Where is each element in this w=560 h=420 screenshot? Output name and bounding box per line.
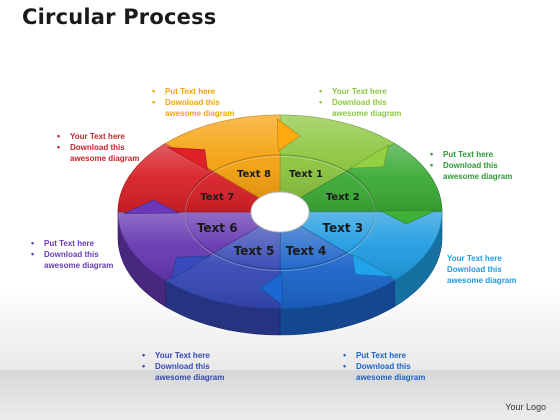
callout-line: Your Text here — [317, 86, 401, 97]
callout-line: Put Text here — [428, 149, 512, 160]
arrow-7 — [167, 147, 208, 171]
callout-line: awesome diagram — [332, 109, 402, 118]
callout-text-2: Put Text here Download this awesome diag… — [428, 149, 512, 182]
arrow-8 — [276, 118, 301, 152]
callout-text-7: Your Text here Download this awesome dia… — [55, 131, 139, 164]
callout-text-3: Your Text here Download this awesome dia… — [432, 253, 516, 286]
center-hole — [250, 191, 310, 233]
callout-line: Put Text here — [341, 350, 425, 361]
logo-text: Your Logo — [505, 402, 546, 412]
callout-line: Download this — [317, 97, 401, 108]
callout-text-6: Put Text here Download this awesome diag… — [29, 238, 113, 271]
callout-line: Your Text here — [447, 254, 502, 263]
callout-text-1: Your Text here Download this awesome dia… — [317, 86, 401, 119]
callout-line: awesome diagram — [155, 373, 225, 382]
segment-label-3: Text 3 — [322, 221, 363, 235]
callout-line: awesome diagram — [165, 109, 235, 118]
floor-shadow — [0, 370, 560, 420]
callout-text-5: Your Text here Download this awesome dia… — [140, 350, 224, 383]
callout-line: Your Text here — [55, 131, 139, 142]
ring-segment-sheen-3 — [300, 212, 442, 281]
callout-line: Download this — [29, 249, 113, 260]
segment-labels: Text 1 Text 2 Text 3 Text 4 Text 5 Text 6 Text… — [197, 169, 363, 258]
arrow-5 — [171, 255, 210, 280]
inner-groove-highlight — [184, 156, 376, 271]
callout-line: awesome diagram — [356, 373, 426, 382]
ring-segment-sheen-7 — [118, 143, 260, 212]
segment-label-4: Text 4 — [286, 244, 327, 258]
callout-line: Download this — [447, 265, 502, 274]
ring-segment-sheen-2 — [300, 143, 442, 212]
callout-line: awesome diagram — [447, 276, 517, 285]
ring-segment-sheen-6 — [118, 212, 260, 281]
segment-label-2: Text 2 — [326, 192, 360, 203]
callout-line: Download this — [140, 361, 224, 372]
callout-line: Download this — [341, 361, 425, 372]
callout-line: Download this — [150, 97, 234, 108]
inner-groove — [184, 154, 376, 270]
segment-label-1: Text 1 — [289, 169, 323, 180]
arrow-2 — [380, 210, 437, 225]
callout-text-8: Put Text here Download this awesome diag… — [150, 86, 234, 119]
callout-line: Put Text here — [150, 86, 234, 97]
callout-line: awesome diagram — [70, 154, 140, 163]
callout-text-4: Put Text here Download this awesome diag… — [341, 350, 425, 383]
arrow-4 — [259, 272, 284, 306]
arrow-1 — [350, 144, 389, 169]
ring-segment-sheen-8 — [165, 115, 280, 198]
segment-label-5: Text 5 — [234, 244, 275, 258]
arrow-3 — [352, 253, 393, 277]
callout-line: awesome diagram — [44, 261, 114, 270]
segment-arrows — [123, 118, 437, 306]
ring-segment-sheen-1 — [280, 115, 395, 198]
page-title: Circular Process — [22, 5, 217, 29]
segment-label-7: Text 7 — [200, 192, 234, 203]
ring-segment-sheen-4 — [280, 226, 395, 309]
ring-top-segments — [117, 114, 443, 310]
callout-line: Your Text here — [140, 350, 224, 361]
callout-line: awesome diagram — [443, 172, 513, 181]
callout-line: Download this — [55, 142, 139, 153]
callout-line: Download this — [428, 160, 512, 171]
segment-label-6: Text 6 — [197, 221, 238, 235]
ring-segment-sheen-5 — [165, 226, 280, 309]
arrow-6 — [123, 199, 180, 214]
callout-line: Put Text here — [29, 238, 113, 249]
segment-label-8: Text 8 — [237, 169, 271, 180]
